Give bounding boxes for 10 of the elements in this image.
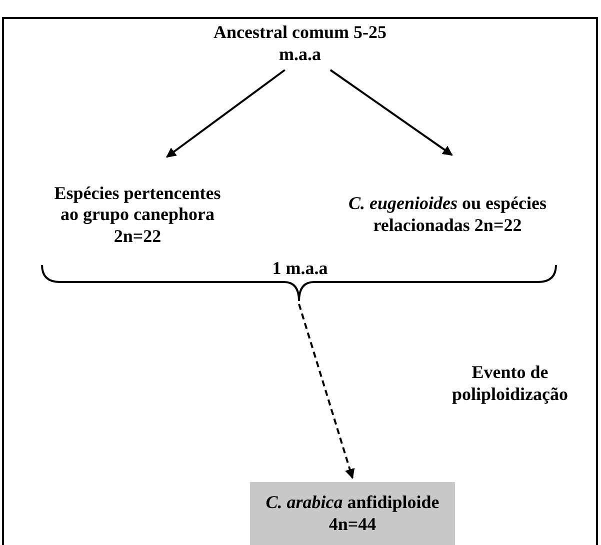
time-label: 1 m.a.a <box>271 258 329 280</box>
annotation-text: Evento de poliploidização <box>450 362 569 406</box>
arrow <box>330 69 453 156</box>
dashed-arrow <box>298 304 355 479</box>
node-text: C. eugenioides ou espécies relacionadas 2n=22 <box>347 193 548 237</box>
arrow <box>166 69 286 158</box>
process-box <box>250 482 455 545</box>
box-label: C. arabica anfidiploide 4n=44 <box>264 492 440 536</box>
node-text: Espécies pertencentes ao grupo canephora 2n=22 <box>53 182 222 248</box>
node-text: Ancestral comum 5-25 m.a.a <box>212 22 388 66</box>
